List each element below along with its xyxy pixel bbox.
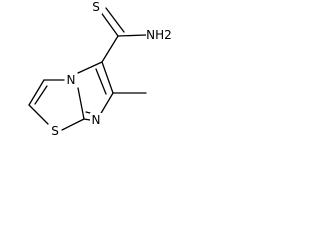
atom-sulfur-ring: S	[51, 124, 59, 138]
bond-s1-c2	[28, 104, 49, 125]
atom-nitrogen-ring: N	[92, 113, 101, 127]
bond-n7-c7a	[83, 118, 91, 121]
bond-c2-c3	[28, 79, 45, 106]
bond-c5-c6-double	[95, 68, 107, 95]
bond-n4-c5	[77, 61, 103, 74]
structure-diagram: S N N S NH2	[0, 0, 178, 150]
bond-s1-c7a	[61, 118, 85, 131]
bond-c5-c6	[101, 61, 114, 94]
bond-cthio-s-double	[105, 7, 125, 33]
atom-amine-nh2: NH2	[146, 28, 172, 42]
atom-sulfur-thiocarbonyl: S	[92, 0, 100, 14]
bond-c5-cthio	[101, 35, 119, 63]
molecule-drawing: S N N S NH2	[28, 0, 172, 138]
bond-cthio-n	[117, 34, 147, 37]
bond-c6-n7	[99, 92, 114, 116]
bond-c2-c3-double	[34, 85, 48, 105]
bond-n7-c7a-double	[85, 111, 91, 114]
atom-nitrogen-bridge: N	[67, 73, 76, 87]
bond-n4-c7a	[77, 87, 85, 120]
bond-cthio-s	[99, 10, 119, 37]
